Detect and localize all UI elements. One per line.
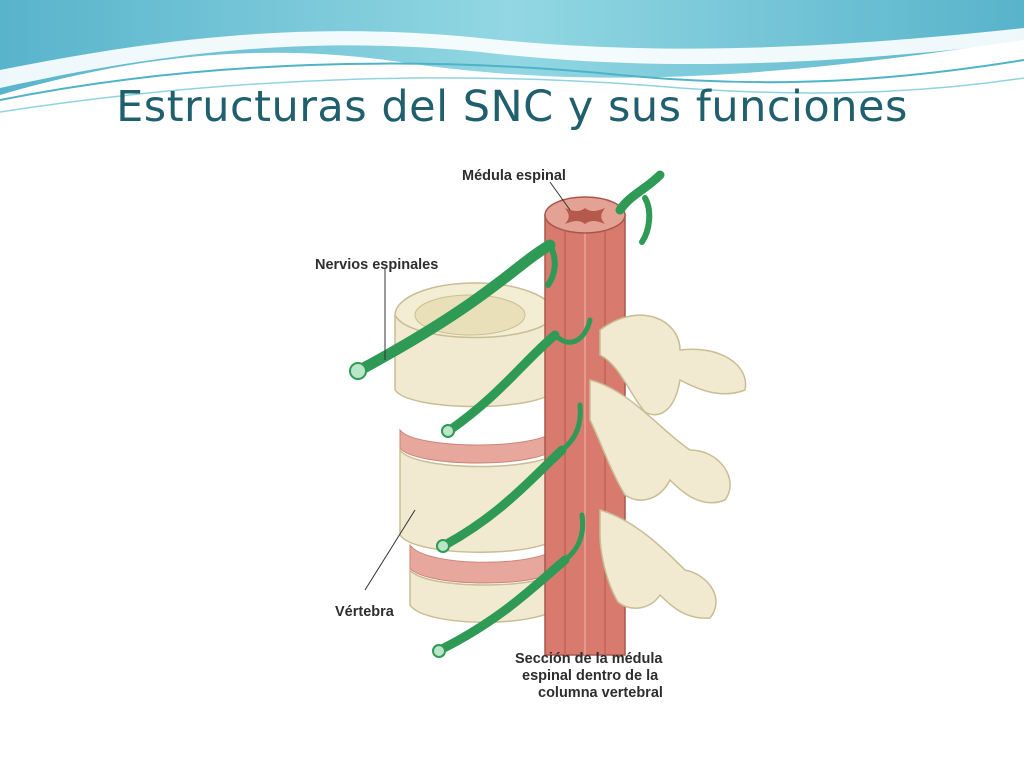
nerve-top-right-branch (639, 195, 653, 245)
label-vertebra: Vértebra (335, 604, 395, 620)
nerve-3 (440, 445, 567, 550)
vertebral-processes (589, 314, 747, 619)
vertebra-body-middle (399, 447, 561, 553)
nerve-1-root (545, 242, 558, 288)
nerve-4-cut-end (432, 644, 446, 658)
leader-vertebra (364, 509, 416, 591)
spinal-cord-diagram: Médula espinal Nervios espinales Vértebr… (300, 150, 770, 715)
label-caption-line2: espinal dentro de la (522, 668, 659, 684)
label-caption-line3: columna vertebral (538, 685, 663, 701)
label-spinal-nerves: Nervios espinales (315, 257, 438, 273)
process-upper (599, 314, 747, 416)
nerve-3-root (559, 402, 583, 453)
wave-white-band (0, 28, 1024, 88)
intervertebral-disc-1 (399, 428, 556, 464)
nerve-3-cut-end (436, 539, 450, 553)
wave-front-line-2 (0, 77, 1024, 113)
nerve-1 (354, 239, 556, 376)
nerve-4 (435, 555, 570, 655)
nerve-2 (445, 330, 560, 435)
spinal-nerves (349, 170, 665, 658)
slide-title: Estructuras del SNC y sus funciones (116, 82, 908, 132)
leader-spinal-cord (549, 181, 571, 211)
label-caption-line1: Sección de la médula (515, 651, 663, 667)
label-spinal-cord: Médula espinal (462, 168, 566, 184)
wave-front-line (0, 59, 1024, 101)
leader-lines (364, 181, 571, 591)
process-lower (599, 509, 717, 619)
nerve-4-root (562, 512, 586, 563)
nerve-1-cut-end (349, 362, 367, 380)
header-wave-decoration (0, 0, 1024, 113)
process-middle (589, 379, 731, 504)
nerve-2-cut-end (441, 424, 455, 438)
nerve-2-root (552, 317, 593, 345)
gray-matter-butterfly (565, 208, 605, 224)
diagram-canvas: Médula espinal Nervios espinales Vértebr… (315, 168, 747, 701)
nerve-top-right (615, 170, 665, 215)
